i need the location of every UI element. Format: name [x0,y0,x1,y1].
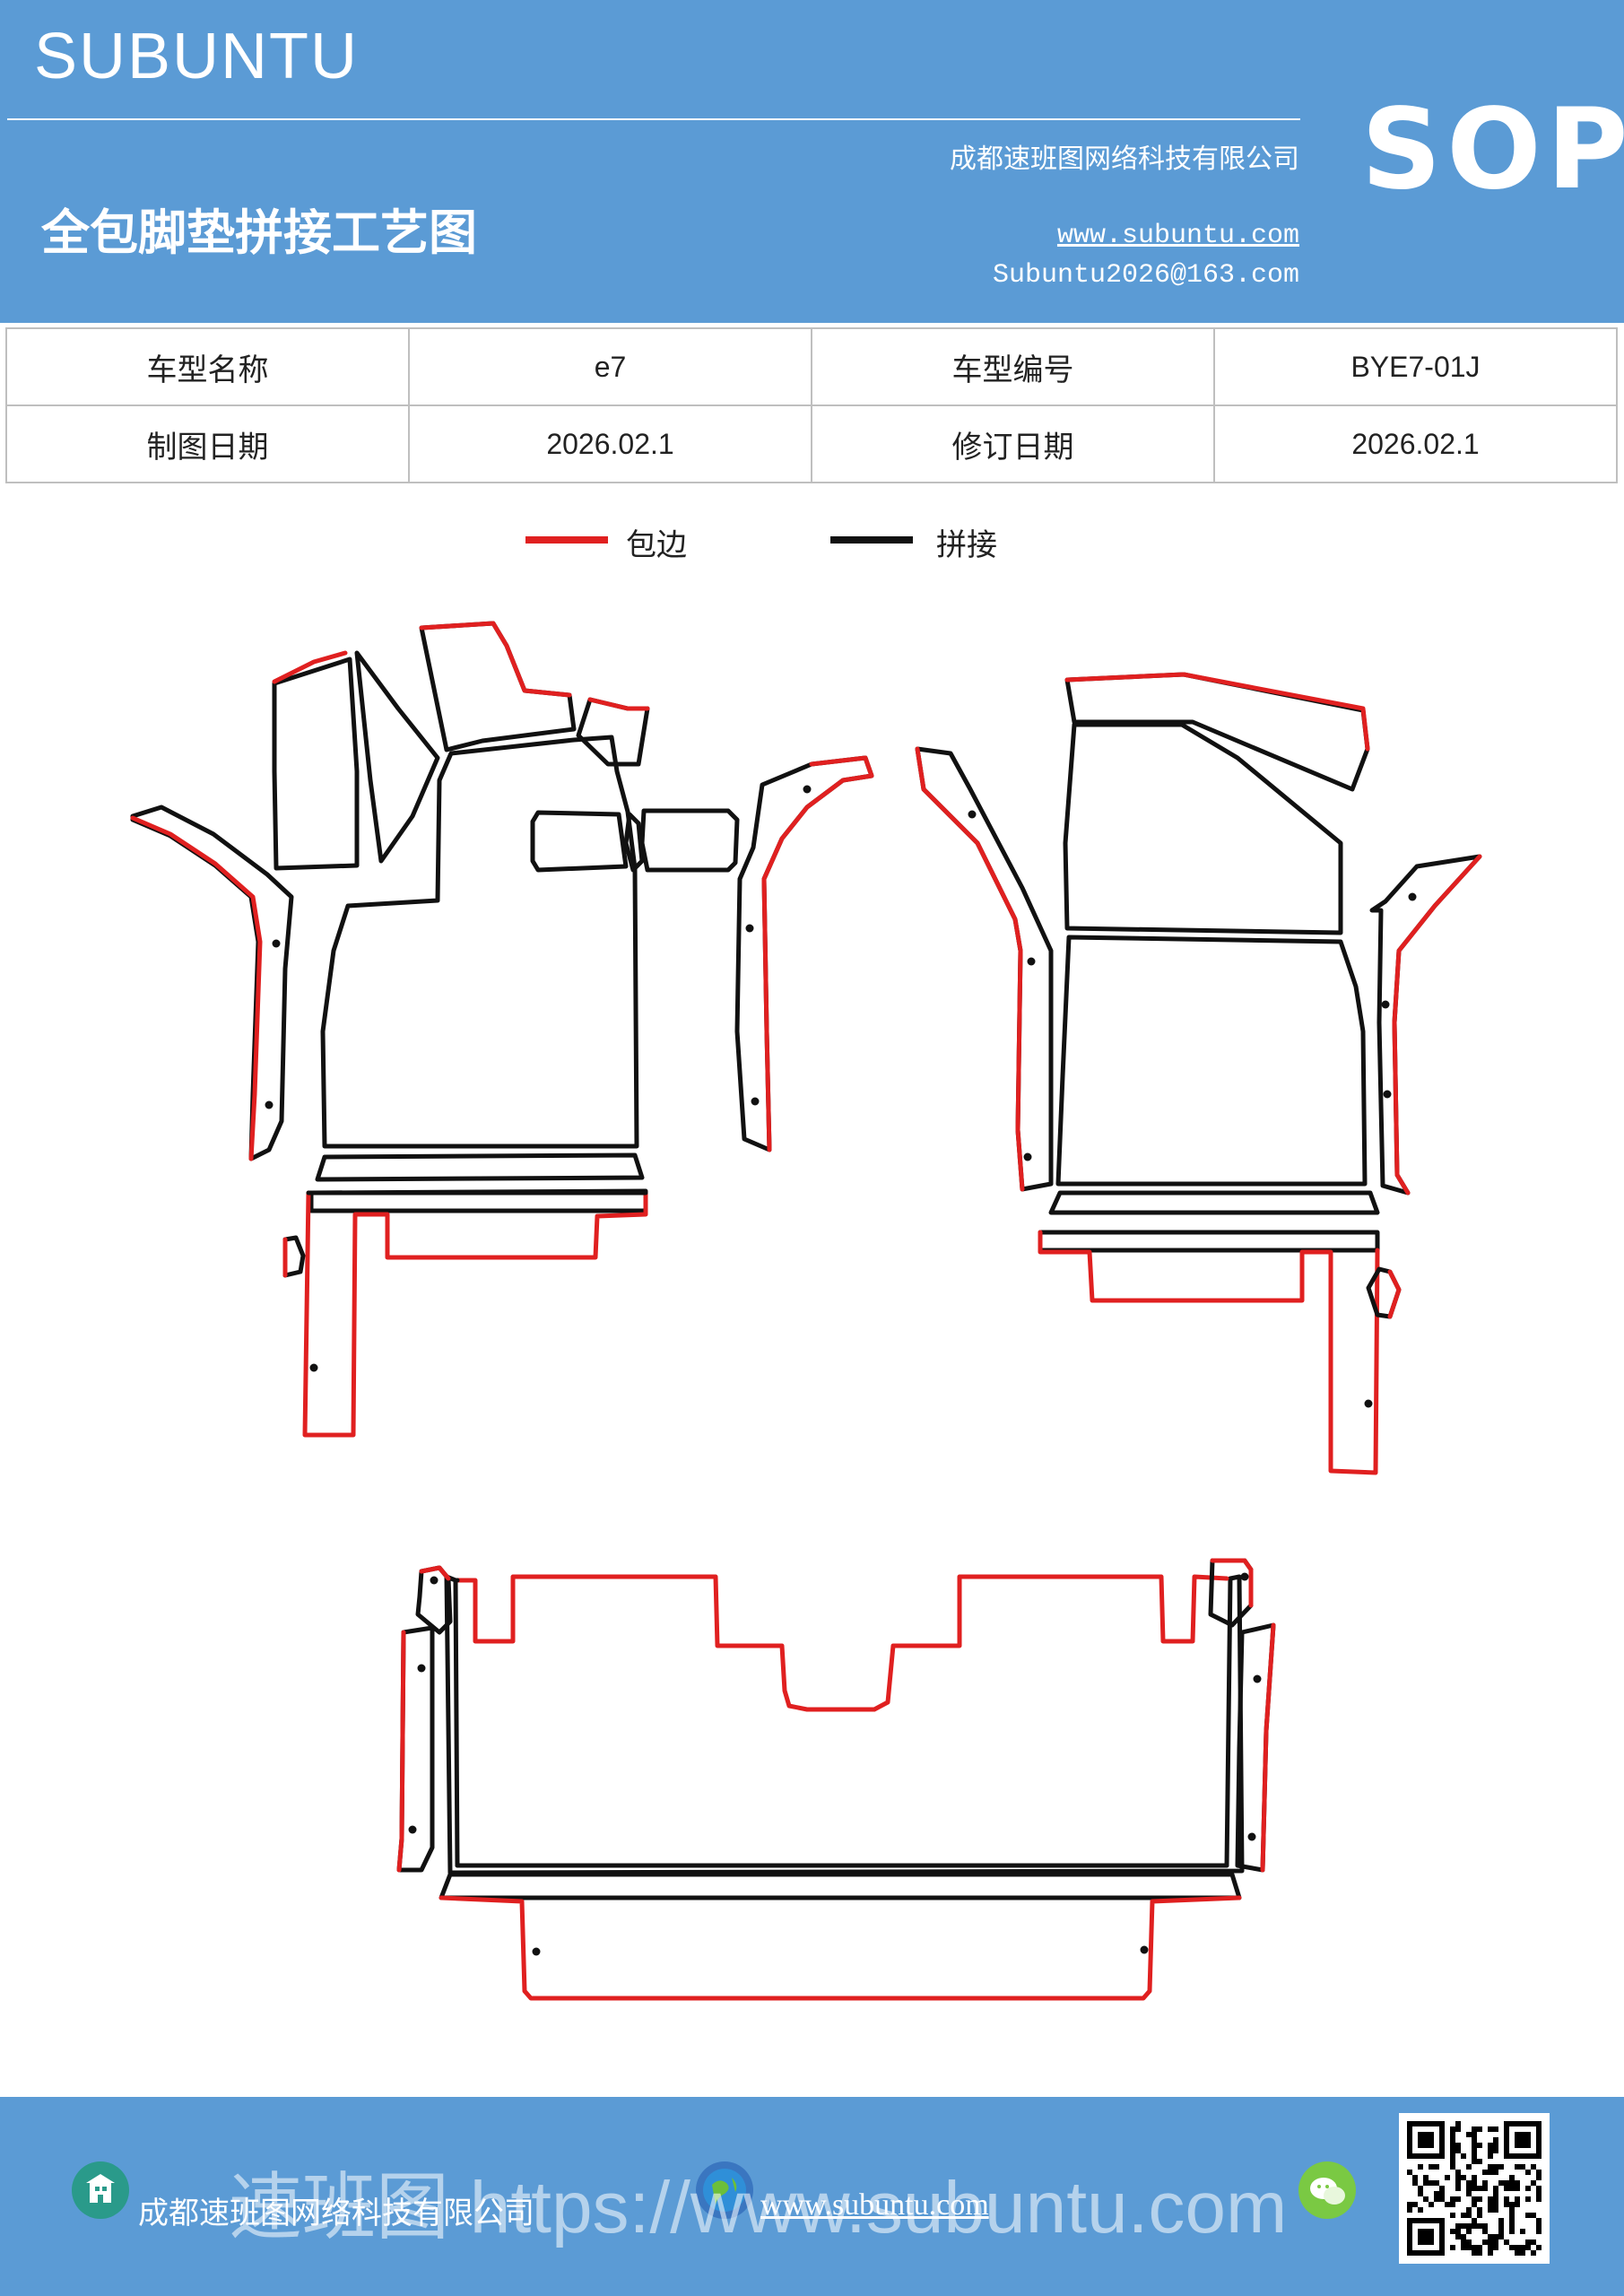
header-divider [7,118,1300,120]
brand-logo-text: SUBUNTU [34,21,360,92]
revise-date-label: 修订日期 [811,404,1215,483]
wechat-icon [1298,2161,1356,2219]
website-link[interactable]: www.subuntu.com [1056,221,1299,251]
draw-date-label: 制图日期 [5,404,410,483]
footer-watermark-text: 速班图 https://www.subuntu.com [229,2167,1288,2248]
vehicle-info-table: 车型名称 e7 车型编号 BYE7-01J 制图日期 2026.02.1 修订日… [5,327,1618,483]
model-code-label: 车型编号 [811,327,1215,406]
sop-label: SOP [1361,85,1624,214]
footer-company-name: 成都速班图网络科技有限公司 [138,2196,534,2231]
legend-splice-label: 拼接 [936,527,997,563]
qr-code [1399,2113,1550,2264]
front-right-mat-group [915,672,1482,1475]
header-banner: SUBUNTU 成都速班图网络科技有限公司 全包脚垫拼接工艺图 www.subu… [0,0,1624,323]
contact-email: Subuntu2026@163.com [992,260,1299,291]
draw-date-value: 2026.02.1 [408,404,812,483]
revise-date-value: 2026.02.1 [1213,404,1618,483]
front-left-mat-group [130,621,874,1438]
legend-splice-swatch [830,536,913,544]
globe-icon [696,2161,753,2219]
legend-edging-swatch [525,536,608,544]
footer-banner: 成都速班图网络科技有限公司 www.subuntu.com 速班图 https:… [0,2097,1624,2296]
table-row: 制图日期 2026.02.1 修订日期 2026.02.1 [5,404,1618,483]
footer-website-link[interactable]: www.subuntu.com [760,2188,989,2222]
model-name-label: 车型名称 [5,327,410,406]
rear-mat-group [396,1558,1276,2001]
table-row: 车型名称 e7 车型编号 BYE7-01J [5,327,1618,406]
building-icon [72,2161,129,2219]
company-name: 成都速班图网络科技有限公司 [950,144,1299,175]
document-title: 全包脚垫拼接工艺图 [41,204,477,261]
model-code-value: BYE7-01J [1213,327,1618,406]
floor-mat-splice-diagram [130,621,1482,2001]
model-name-value: e7 [408,327,812,406]
legend: 包边 拼接 [0,520,1624,583]
legend-edging-label: 包边 [626,527,687,563]
